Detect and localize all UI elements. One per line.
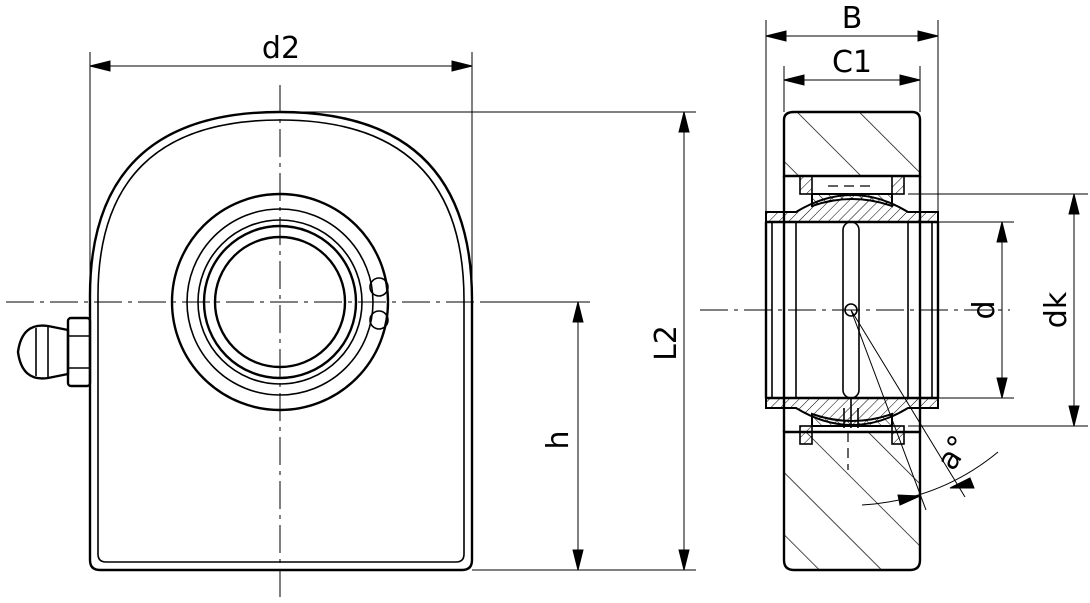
section-view: B C1 d dk a°: [700, 1, 1088, 572]
lube-hole-upper: [369, 277, 389, 297]
ball-lower-cap: [765, 397, 939, 426]
ball-upper-cap: [765, 194, 939, 223]
lube-hole-lower: [369, 310, 389, 330]
seal-lower-left: [799, 425, 813, 445]
d-label: d: [967, 300, 1002, 319]
l2-label: L2: [649, 325, 684, 361]
housing-section-upper: [782, 110, 922, 178]
housing-outline: [88, 110, 474, 572]
angle-arc: [861, 451, 999, 506]
seal-upper-left: [799, 175, 813, 195]
grease-nipple: [16, 316, 92, 388]
housing-inner-outline: [97, 119, 465, 563]
housing-section-lower: [782, 430, 922, 572]
dk-label: dk: [1039, 291, 1074, 328]
h-label: h: [541, 430, 576, 449]
d2-label: d2: [262, 31, 300, 66]
seal-upper-right: [891, 175, 905, 195]
alpha-label: a°: [930, 430, 977, 477]
front-view: d2 L2 h: [6, 31, 696, 598]
b-label: B: [842, 1, 863, 36]
c1-label: C1: [832, 45, 872, 80]
